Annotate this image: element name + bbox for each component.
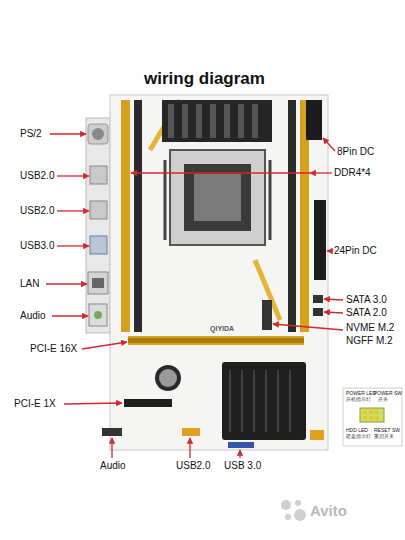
slot-label: PCI-E 16X [30,344,77,354]
slot-label: PCI-E 1X [14,399,56,409]
pin-label: 开机指示灯 [346,398,371,403]
connector-label: 24Pin DC [334,246,377,256]
diagram-title: wiring diagram [2,70,405,87]
header-label: Audio [100,461,126,471]
pin-label: 开关 [378,398,388,403]
header-label: USB2.0 [176,461,210,471]
header-label: USB 3.0 [224,461,261,471]
slot-label: NGFF M.2 [346,336,393,346]
memory-label: DDR4*4 [334,168,371,178]
slot-label: NVME M.2 [346,323,394,333]
pin-label: POWER SW [374,391,402,396]
pin-label: 重启开关 [374,435,394,440]
pin-label: RESET SW [374,428,400,433]
port-label: USB2.0 [20,206,54,216]
board-brand: QIYIDA [210,325,234,332]
port-label: USB2.0 [20,171,54,181]
pin-label: HDD LED [346,428,368,433]
connector-label: SATA 3.0 [346,295,387,305]
pin-label: POWER LED [346,391,376,396]
port-label: LAN [20,279,39,289]
connector-label: 8Pin DC [337,147,374,157]
connector-label: SATA 2.0 [346,308,387,318]
port-label: Audio [20,311,46,321]
watermark: Avito [310,503,347,518]
port-label: PS/2 [20,129,42,139]
pin-label: 硬盘指示灯 [346,435,371,440]
port-label: USB3.0 [20,241,54,251]
